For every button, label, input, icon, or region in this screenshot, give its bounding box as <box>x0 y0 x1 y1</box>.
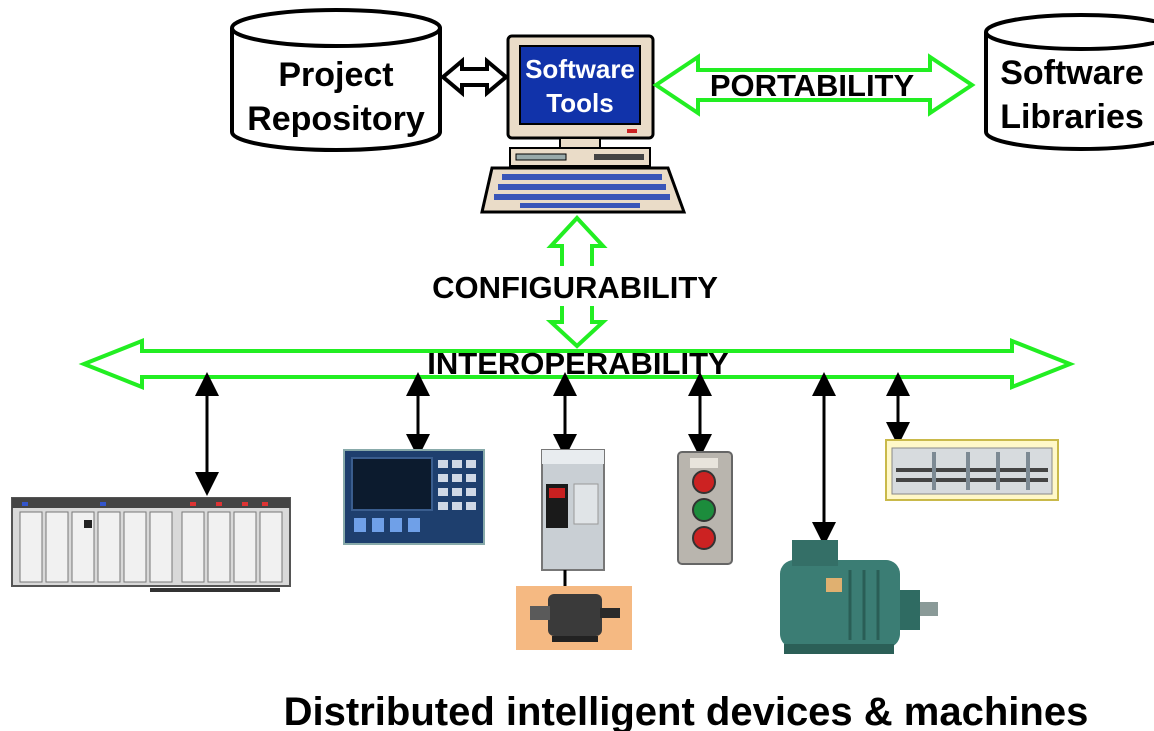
project-repository-label-line2: Repository <box>247 100 425 138</box>
portability-label: PORTABILITY <box>710 68 915 103</box>
software-tools-label-line2: Tools <box>546 88 613 118</box>
project-repository-label-line1: Project <box>278 56 393 94</box>
software-tools-computer: Software Tools <box>480 34 687 214</box>
software-libraries-label-line2: Libraries <box>1000 98 1144 136</box>
small-motor-icon <box>516 586 632 650</box>
push-button-station-icon <box>677 451 733 565</box>
portability-arrow <box>652 53 976 117</box>
diagram-caption: Distributed intelligent devices & machin… <box>284 690 1089 731</box>
software-libraries-node: Software Libraries <box>984 13 1154 151</box>
project-repository-node: Project Repository <box>230 8 442 152</box>
software-libraries-label-line1: Software <box>1000 54 1144 92</box>
software-tools-label-line1: Software <box>525 54 635 84</box>
configurability-label: CONFIGURABILITY <box>432 270 718 305</box>
monitor-screen <box>519 45 641 125</box>
industrial-motor-icon <box>780 540 938 654</box>
repository-tools-arrow <box>439 56 510 98</box>
drive-unit-icon <box>541 449 605 586</box>
plc-rack-icon <box>11 497 291 592</box>
interoperability-label: INTEROPERABILITY <box>427 346 729 381</box>
io-module-icon <box>885 439 1059 501</box>
device-connectors <box>195 372 910 546</box>
operator-panel-icon <box>343 449 485 545</box>
